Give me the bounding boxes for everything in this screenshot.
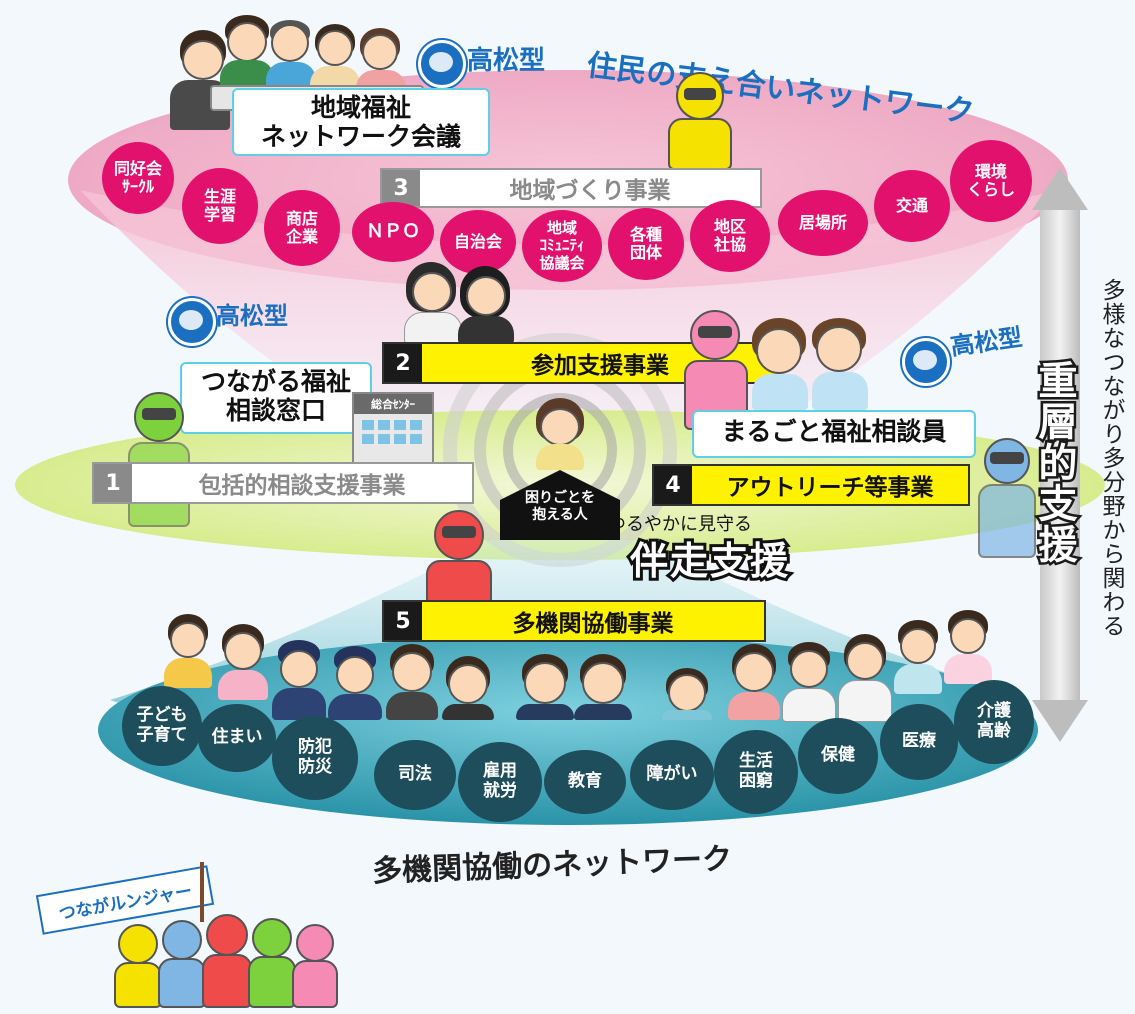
takamatsu-badge-left: 高松型 (216, 302, 288, 330)
circle-club: 同好会 ｻｰｸﾙ (102, 142, 174, 214)
bar-5-multi-agency-collaboration: 5 多機関協働事業 (382, 600, 766, 642)
center-pedestal (500, 470, 620, 540)
general-center-building: 総合ｾﾝﾀｰ (352, 392, 434, 470)
bar-1-label: 包括的相談支援事業 (198, 473, 406, 499)
blue-ranger (972, 438, 1042, 558)
circle-residents-association: 自治会 (440, 210, 516, 274)
welfare-consultants-illustration (752, 318, 870, 410)
circle-transportation: 交通 (874, 170, 950, 242)
takamatsu-globe-icon (418, 40, 466, 88)
bar-3-number: 3 (382, 170, 420, 206)
bar-5-label: 多機関協働事業 (512, 611, 674, 637)
circle-various-groups: 各種 団体 (608, 208, 684, 280)
circle-housing: 住まい (198, 704, 276, 772)
circle-justice: 司法 (374, 740, 456, 810)
bar-3-community-building: 3 地域づくり事業 (380, 168, 762, 208)
troubled-person-label: 困りごとを 抱える人 (525, 490, 595, 523)
green-ranger (118, 392, 198, 527)
circle-employment: 雇用 就労 (458, 742, 542, 822)
connecting-welfare-consultation-callout: つながる福祉 相談窓口 (180, 362, 372, 434)
circle-community-council: 地域 ｺﾐｭﾆﾃｨ 協議会 (522, 210, 602, 282)
building-label: 総合ｾﾝﾀｰ (354, 394, 432, 414)
diverse-connections-caption: 多様なつながり多分野から関わる (1098, 278, 1124, 638)
bar-1-number: 1 (94, 464, 132, 502)
professionals-illustration (150, 610, 1010, 722)
bar-2-label: 参加支援事業 (531, 353, 669, 379)
circle-shops-companies: 商店 企業 (264, 190, 340, 266)
yellow-ranger (660, 60, 740, 170)
red-ranger (420, 510, 500, 605)
circle-npo: ＮＰＯ (352, 202, 434, 262)
comprehensive-welfare-consultant-callout: まるごと福祉相談員 (692, 410, 976, 458)
circle-place-to-stay: 居場所 (778, 190, 868, 256)
bar-2-number: 2 (384, 344, 422, 382)
takamatsu-globe-icon-right (902, 338, 950, 386)
network-meeting-callout: 地域福祉 ネットワーク会議 (232, 88, 490, 156)
circle-poverty: 生活 困窮 (714, 730, 798, 814)
bar-3-label: 地域づくり事業 (509, 178, 671, 204)
circle-education: 教育 (544, 750, 626, 814)
circle-disability: 障がい (630, 740, 714, 810)
bar-4-label: アウトリーチ等事業 (726, 475, 934, 501)
circle-medical: 医療 (880, 704, 958, 780)
circle-children-childcare: 子ども 子育て (122, 686, 202, 766)
vertical-double-arrow (1032, 168, 1088, 742)
bar-5-number: 5 (384, 602, 422, 640)
support-staff-illustration (404, 262, 514, 344)
gentle-watching-caption: ゆるやかに見守る (608, 514, 752, 535)
circle-public-health: 保健 (798, 718, 878, 794)
takamatsu-badge-top: 高松型 (467, 46, 546, 76)
troubled-person-illustration (530, 398, 590, 470)
layered-support-label: 重層的支援 (1030, 358, 1080, 568)
bar-1-comprehensive-consultation: 1 包括的相談支援事業 (92, 462, 474, 504)
rangers-group-illustration (114, 914, 338, 1010)
circle-district-council: 地区 社協 (690, 200, 770, 272)
flag-pole (200, 862, 204, 922)
bar-4-outreach: 4 アウトリーチ等事業 (652, 464, 970, 506)
bar-4-number: 4 (654, 466, 692, 504)
circle-crime-disaster-prevention: 防犯 防災 (272, 716, 358, 800)
circle-care-elderly: 介護 高齢 (954, 680, 1034, 764)
circle-environment-living: 環境 くらし (950, 140, 1032, 222)
accompanying-support-title: 伴走支援 (627, 536, 791, 586)
takamatsu-globe-icon-left (168, 298, 216, 346)
circle-lifelong-learning: 生涯 学習 (182, 168, 258, 244)
